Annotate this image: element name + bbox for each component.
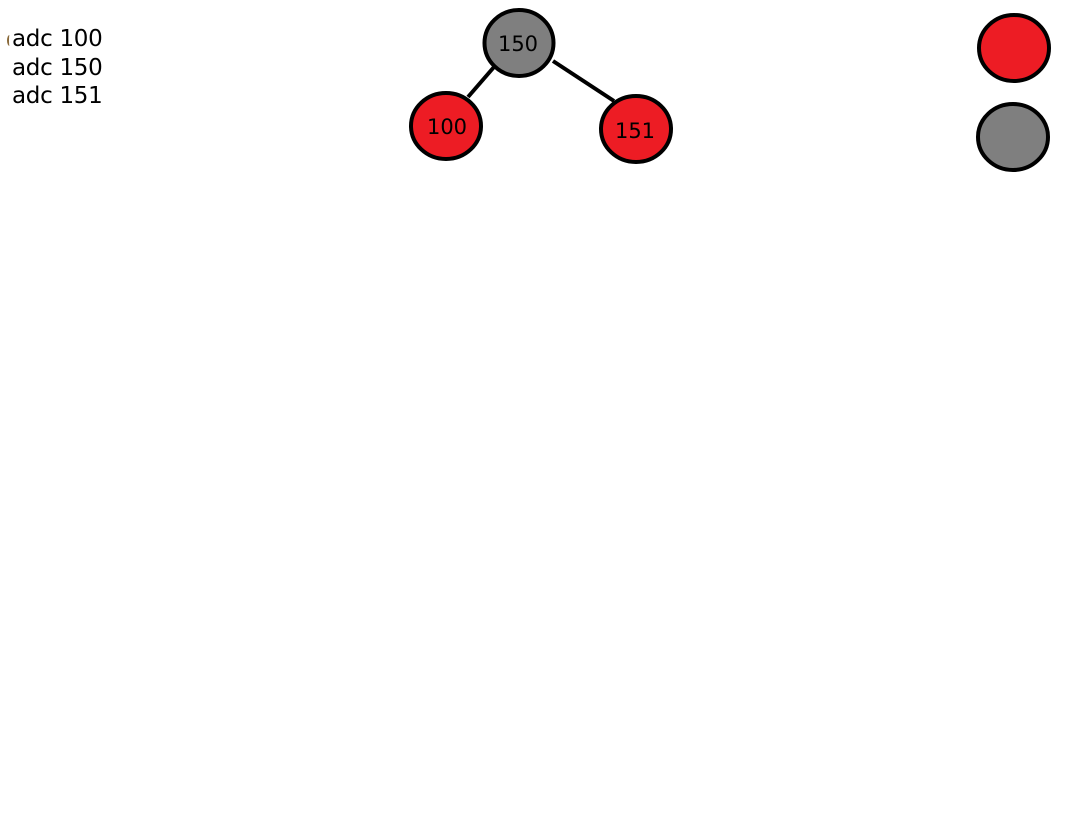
node-circle-root xyxy=(482,8,556,78)
node-circle-left xyxy=(409,91,483,161)
command-line: adc 150 xyxy=(12,54,103,81)
node-label-left: 100 xyxy=(427,115,467,139)
command-list: adc 100 adc 150 adc 151 xyxy=(12,25,103,111)
command-line: adc 151 xyxy=(12,83,103,109)
command-line: adc 100 xyxy=(12,26,103,52)
tree-edge-root-right xyxy=(551,59,616,103)
text-cursor-mark xyxy=(7,35,12,46)
node-label-root: 150 xyxy=(498,32,538,56)
tree-node-root: 150 xyxy=(482,8,556,78)
node-circle-right xyxy=(599,94,673,164)
legend-swatch-gray xyxy=(976,102,1050,172)
tree-node-left: 100 xyxy=(409,91,483,161)
node-label-right: 151 xyxy=(615,119,655,143)
tree-node-right: 151 xyxy=(599,94,673,164)
legend-swatch-red xyxy=(977,13,1051,83)
tree-edge-root-left xyxy=(466,65,496,99)
